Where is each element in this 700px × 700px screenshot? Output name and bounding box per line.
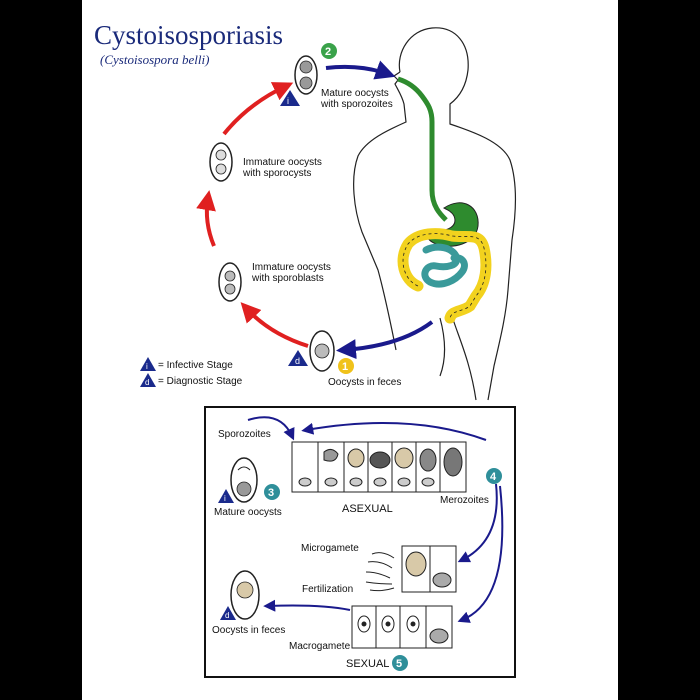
step-1-number: 1 — [342, 361, 348, 373]
legend-diagnostic-letter: d — [145, 378, 149, 387]
label-inset-oocysts-in-feces: Oocysts in feces — [212, 625, 285, 636]
label-asexual: ASEXUAL — [342, 503, 393, 515]
inset-arrow-to-macrogamete — [457, 485, 504, 623]
feces-oocyst — [309, 330, 335, 372]
label-inset-mature-oocysts: Mature oocysts — [214, 507, 282, 518]
step-badge-5: 5 — [392, 655, 408, 671]
step-badge-3: 3 — [264, 484, 280, 500]
inset-arrow-sporozoites — [247, 416, 295, 441]
label-immature-oocysts-1: Immature oocysts — [243, 157, 322, 168]
label-fertilization: Fertilization — [302, 584, 353, 595]
legend-infective: i = Infective Stage — [140, 357, 233, 371]
inset-feces-oocyst — [230, 570, 260, 620]
legend-infective-letter: i — [146, 362, 148, 371]
inset-mature-oocyst — [230, 457, 258, 503]
mature-oocyst — [294, 55, 318, 95]
diagnostic-stage-marker: d — [288, 350, 308, 366]
inset-arrow-to-feces-oocyst — [263, 599, 351, 612]
diagram-subtitle: (Cystoisospora belli) — [100, 52, 209, 67]
arrow-to-sporocysts — [196, 190, 216, 247]
microgamete-epithelium — [401, 545, 457, 593]
label-with-sporocysts: with sporocysts — [242, 168, 311, 179]
legend-diagnostic-label: = Diagnostic Stage — [158, 376, 243, 387]
step-5-number: 5 — [396, 658, 402, 670]
label-immature-oocysts-2: Immature oocysts — [252, 262, 331, 273]
inset-infective-letter: i — [224, 494, 226, 503]
inset-diagnostic-marker: d — [220, 606, 236, 620]
label-with-sporozoites: with sporozoites — [320, 99, 393, 110]
label-sexual: SEXUAL — [346, 658, 389, 670]
inset-arrow-reinfect — [301, 422, 487, 441]
immature-oocyst-sporocysts — [209, 142, 233, 182]
arrow-excretion — [336, 320, 434, 360]
arrow-ingestion — [325, 60, 396, 80]
label-with-sporoblasts: with sporoblasts — [251, 273, 324, 284]
immature-oocyst-sporoblasts — [218, 262, 242, 302]
esophagus — [397, 76, 448, 222]
step-2-number: 2 — [325, 46, 331, 58]
legend-infective-label: = Infective Stage — [158, 360, 233, 371]
step-badge-4: 4 — [486, 468, 502, 484]
label-merozoites: Merozoites — [440, 495, 489, 506]
step-badge-1: 1 — [338, 358, 354, 374]
label-microgamete: Microgamete — [301, 543, 359, 554]
inset-diagnostic-letter: d — [225, 611, 229, 620]
step-4-number: 4 — [490, 471, 497, 483]
diagnostic-marker-letter: d — [295, 356, 300, 366]
macrogamete-epithelium — [351, 605, 453, 649]
legend-diagnostic: d = Diagnostic Stage — [140, 373, 243, 387]
infective-marker-letter: i — [287, 96, 289, 106]
infective-stage-marker: i — [280, 90, 300, 106]
step-badge-2: 2 — [321, 43, 337, 59]
label-sporozoites: Sporozoites — [218, 429, 271, 440]
human-silhouette — [353, 27, 517, 401]
inset-arrow-to-microgamete — [457, 483, 498, 563]
step-3-number: 3 — [268, 487, 274, 499]
microgametes — [365, 552, 395, 592]
arrow-sporoblasts-from-feces — [240, 302, 309, 348]
label-oocysts-in-feces: Oocysts in feces — [328, 377, 401, 388]
inset-infective-marker: i — [218, 489, 234, 503]
small-intestine — [421, 243, 468, 288]
diagram-title: Cystoisosporiasis — [94, 20, 283, 50]
arrow-to-mature — [222, 82, 294, 136]
label-mature-oocysts: Mature oocysts — [321, 88, 389, 99]
large-intestine — [397, 228, 492, 324]
label-macrogamete: Macrogamete — [289, 641, 351, 652]
asexual-epithelium — [291, 441, 467, 493]
